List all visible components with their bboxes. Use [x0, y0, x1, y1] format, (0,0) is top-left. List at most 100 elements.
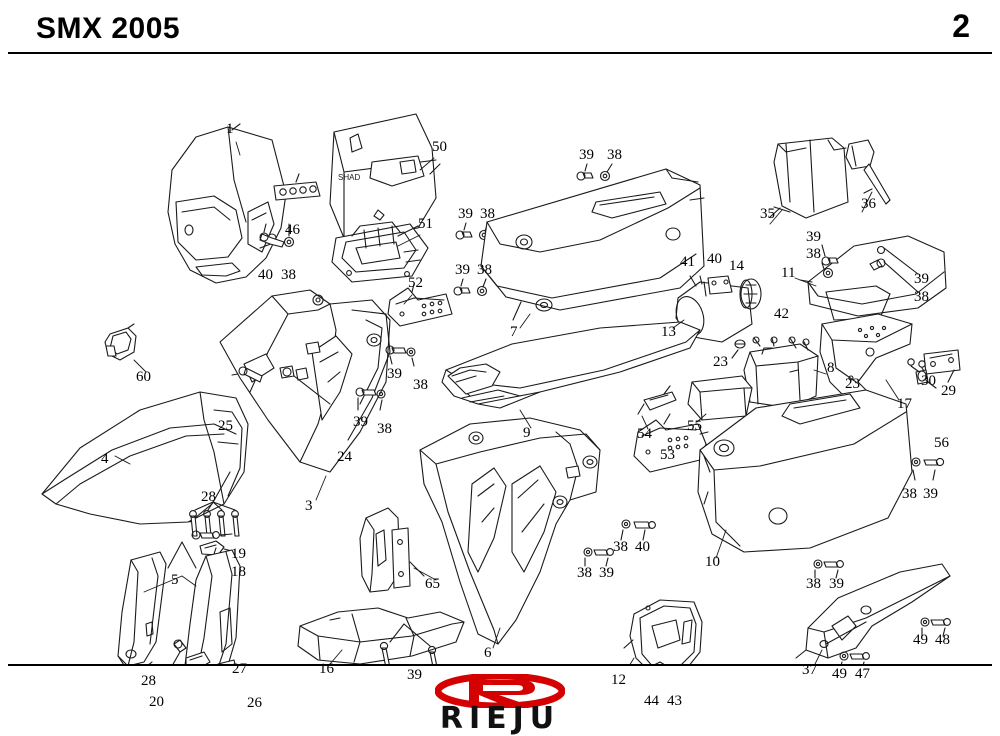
callout-18: 18: [231, 564, 246, 580]
callout-39: 39: [407, 667, 422, 683]
screws-28-fender: [189, 501, 240, 537]
callout-29: 29: [941, 383, 956, 399]
callout-8: 8: [827, 360, 835, 376]
brand-wordmark: RIEJU: [439, 701, 561, 736]
callout-49: 49: [832, 666, 847, 682]
nut-24: [279, 365, 331, 405]
page-header: SMX 2005 2: [0, 0, 1000, 52]
fastener-group-39-38-fender: [821, 244, 839, 279]
callout-38: 38: [477, 262, 492, 278]
callout-38: 38: [806, 246, 821, 262]
part-fork-guard-left: [117, 551, 167, 664]
callout-26: 26: [247, 695, 262, 711]
callout-38: 38: [607, 147, 622, 163]
callout-23: 23: [845, 376, 860, 392]
part-fork-guard-right: [167, 541, 241, 664]
callout-39: 39: [353, 414, 368, 430]
part-battery-box: [743, 336, 819, 409]
part-tool-bag: [769, 137, 849, 219]
callout-39: 39: [923, 486, 938, 502]
part-cable-clamp-19: [191, 530, 233, 540]
part-inner-mudguard: [819, 313, 913, 415]
leader-lines: [114, 141, 900, 664]
part-silencer: [673, 275, 762, 343]
fastener-28-clamp: [172, 639, 187, 664]
part-rubber-bush: [915, 369, 937, 389]
callout-53: 53: [660, 447, 675, 463]
callout-38: 38: [914, 289, 929, 305]
callout-39: 39: [455, 262, 470, 278]
part-bracket-plate-53: [633, 413, 709, 473]
part-headlight-fairing: [167, 123, 287, 284]
fasteners-49-47: [839, 651, 870, 664]
callout-39: 39: [599, 565, 614, 581]
callout-37: 37: [802, 662, 817, 678]
callout-38: 38: [806, 576, 821, 592]
fastener-group-39-38-shroud-top: [385, 345, 416, 367]
part-front-fender: [41, 391, 249, 525]
callout-39: 39: [806, 229, 821, 245]
callout-55: 55: [687, 418, 702, 434]
callout-54: 54: [637, 426, 652, 442]
part-tool-tray: [687, 375, 753, 421]
header-divider: [8, 52, 992, 54]
exploded-diagram: SHAD: [0, 52, 1000, 664]
callout-39: 39: [829, 576, 844, 592]
callout-38: 38: [613, 539, 628, 555]
callout-20: 20: [149, 694, 164, 710]
callout-3: 3: [305, 498, 313, 514]
part-chain-slider: [359, 507, 425, 593]
fasteners-38-39-shroud6: [583, 547, 614, 567]
callout-11: 11: [781, 265, 796, 281]
callout-38: 38: [413, 377, 428, 393]
callout-50: 50: [432, 139, 447, 155]
callout-42: 42: [774, 306, 789, 322]
callout-7: 7: [510, 324, 518, 340]
callout-17: 17: [897, 396, 912, 412]
callout-44: 44: [644, 693, 659, 709]
part-sprocket-cover: [623, 599, 703, 664]
part-bracket-18: [199, 540, 233, 556]
callout-25: 25: [218, 418, 233, 434]
page-title: SMX 2005: [36, 12, 181, 45]
callout-39: 39: [458, 206, 473, 222]
part-right-side-panel: [697, 389, 913, 553]
callout-5: 5: [171, 572, 179, 588]
callout-6: 6: [484, 645, 492, 661]
callout-10: 10: [705, 554, 720, 570]
part-fuel-cap-grommet: [104, 323, 137, 361]
callout-40: 40: [258, 267, 273, 283]
callout-40: 40: [707, 251, 722, 267]
fastener-group-39-38-a: [576, 163, 613, 182]
callout-1: 1: [226, 121, 234, 137]
part-chain-guard: [795, 563, 951, 659]
part-rear-fender-upper: [799, 235, 947, 321]
callout-65: 65: [425, 576, 440, 592]
fastener-group-38-39-right: [911, 457, 945, 481]
svg-text:SHAD: SHAD: [338, 173, 360, 182]
part-skid-plate: [297, 607, 465, 664]
part-left-side-panel: [480, 168, 705, 321]
page-footer: RIEJU: [0, 664, 1000, 734]
callout-19: 19: [231, 546, 246, 562]
callout-14: 14: [729, 258, 744, 274]
grommet-23-left: [731, 339, 746, 359]
part-seat-latch: [637, 385, 677, 415]
callout-56: 56: [934, 435, 949, 451]
part-right-radiator-shroud: [219, 289, 391, 473]
callout-60: 60: [136, 369, 151, 385]
part-left-radiator-shroud: [419, 417, 601, 645]
page-number: 2: [952, 8, 970, 44]
callout-51: 51: [418, 216, 433, 232]
callout-28: 28: [141, 673, 156, 689]
footer-divider: [8, 664, 992, 666]
callout-39: 39: [579, 147, 594, 163]
part-clip-strip: [273, 173, 321, 201]
callout-24: 24: [337, 449, 352, 465]
callout-38: 38: [377, 421, 392, 437]
part-plate-bracket-29: [923, 349, 961, 383]
callout-35: 35: [760, 206, 775, 222]
part-top-case: SHAD: [329, 113, 441, 239]
callout-28: 28: [201, 489, 216, 505]
